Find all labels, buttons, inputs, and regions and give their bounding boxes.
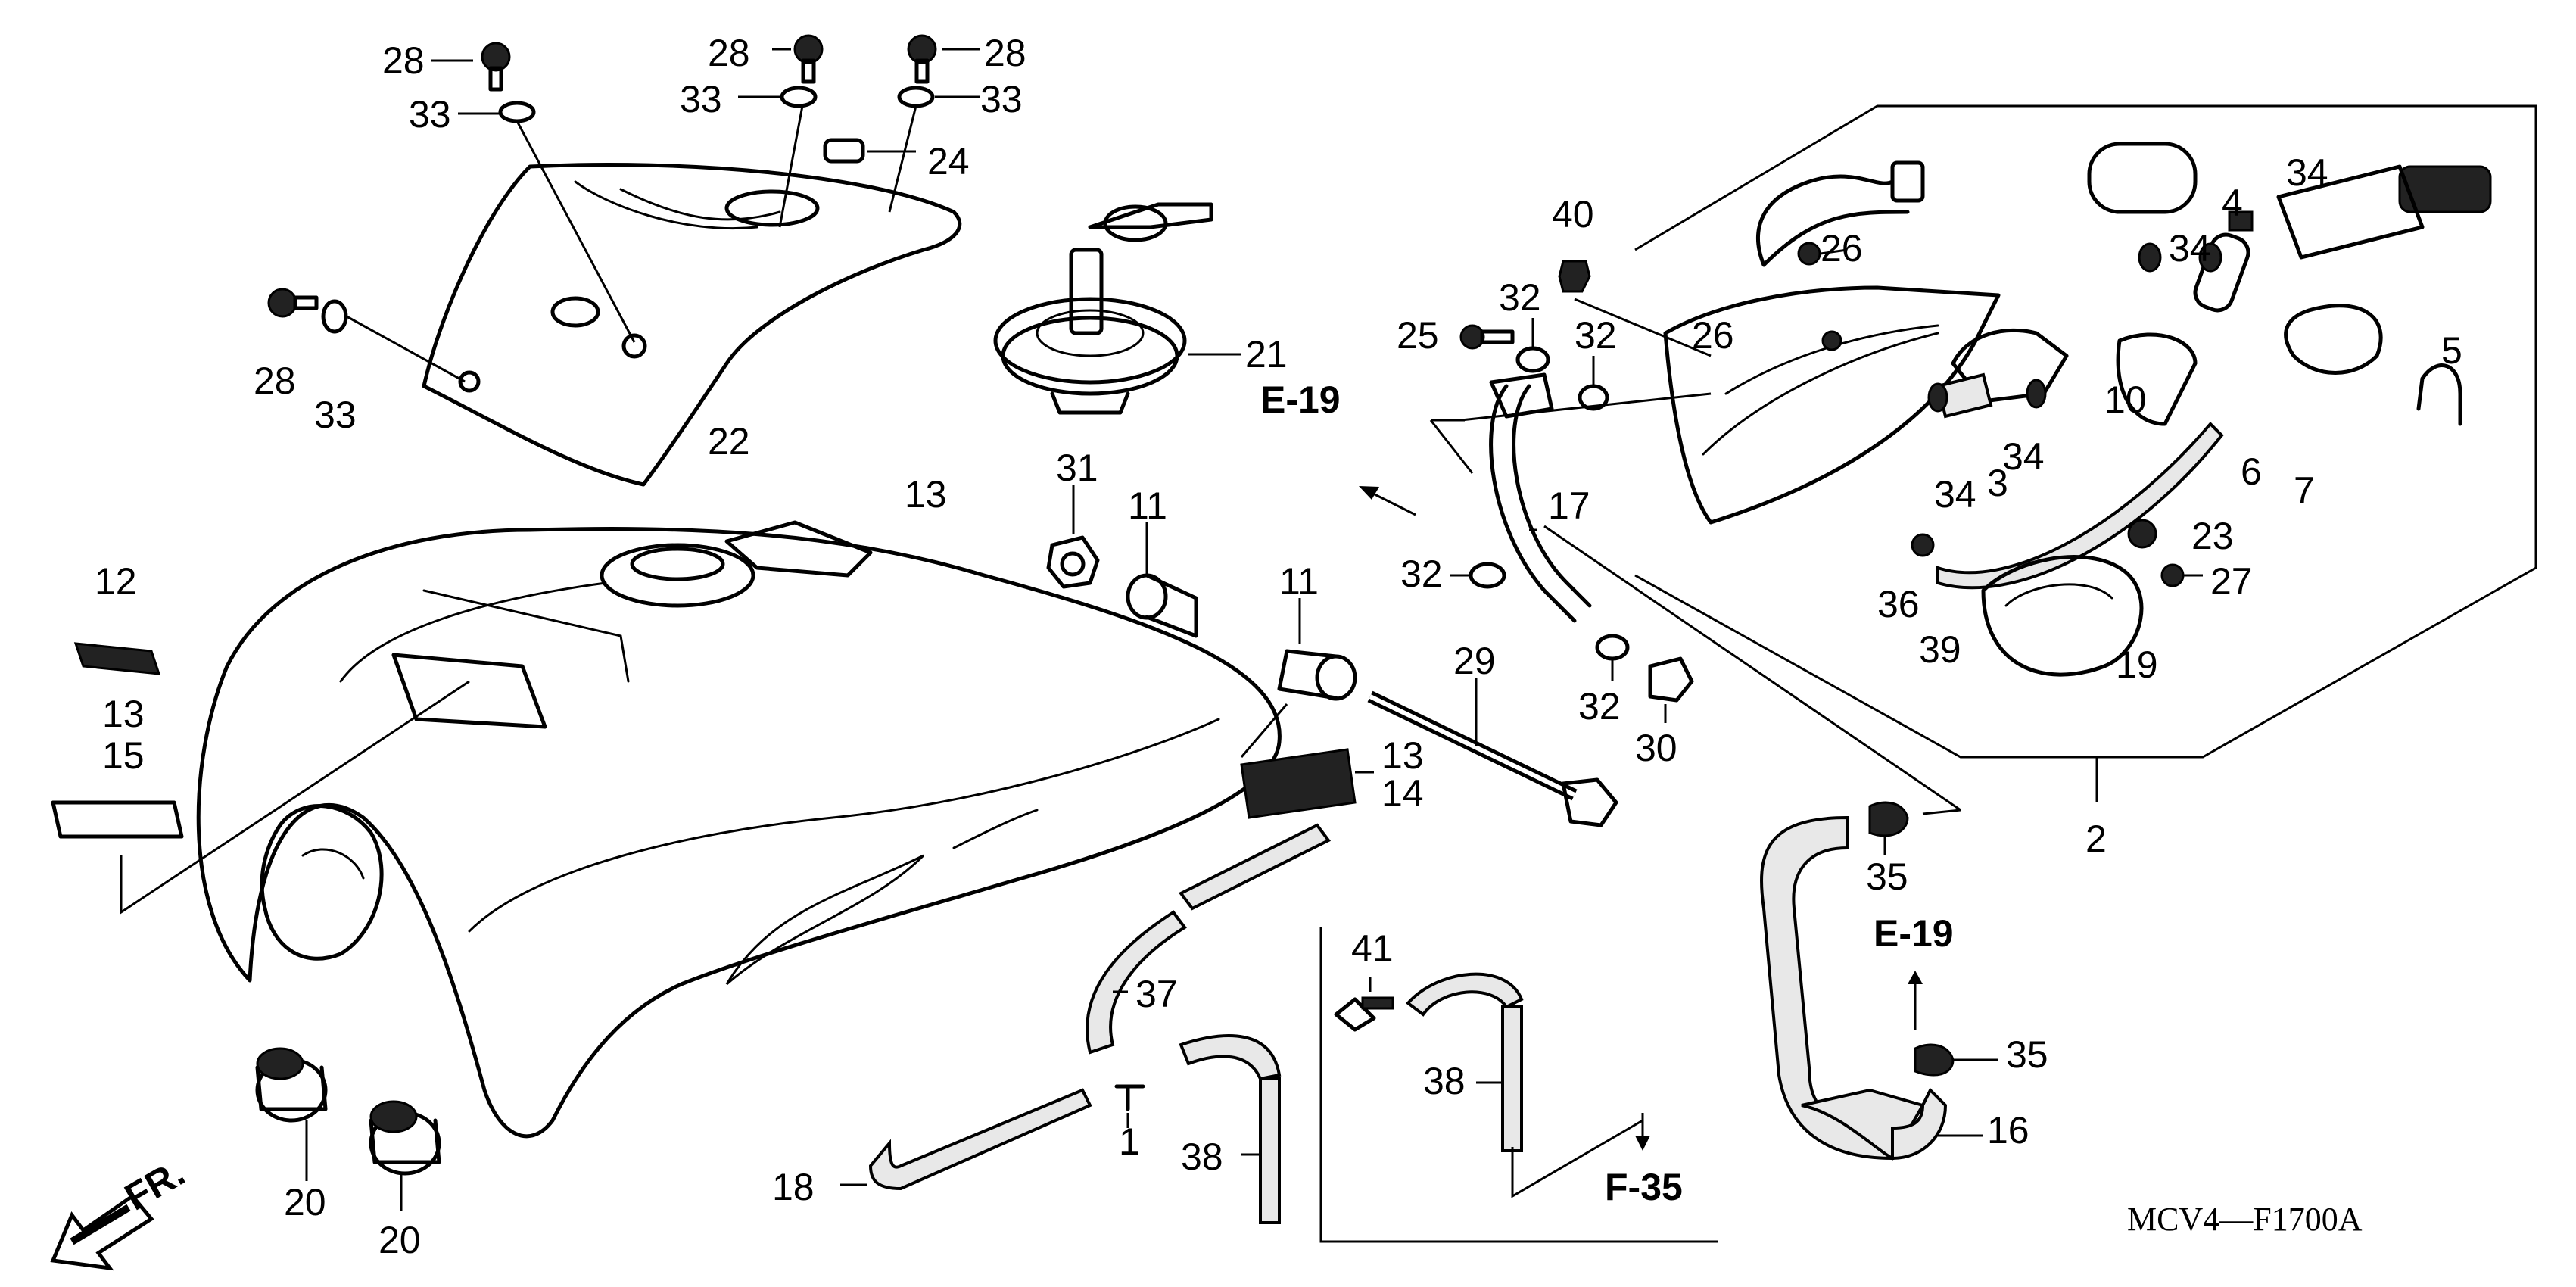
label-22: 22: [708, 420, 750, 463]
front-direction-arrow: FR.: [50, 1151, 192, 1271]
diagram-code: MCV4—F1700A: [2127, 1201, 2363, 1238]
label-19: 19: [2116, 644, 2158, 686]
bolt-28-washer-33-set: [267, 34, 937, 334]
label-33: 33: [980, 78, 1023, 120]
ref-e19-right: E-19: [1874, 912, 1954, 955]
label-23: 23: [2191, 515, 2234, 557]
label-34: 34: [2169, 227, 2211, 270]
label-16: 16: [1987, 1109, 2029, 1151]
label-24: 24: [927, 140, 970, 182]
collar-parts-11-31: [1046, 485, 1357, 701]
label-28: 28: [382, 39, 425, 82]
reference-labels: E-19 E-19 F-35: [1260, 379, 1954, 1208]
label-30: 30: [1635, 727, 1677, 769]
label-35: 35: [2006, 1033, 2048, 1076]
leader-lines-top: [346, 48, 980, 383]
label-36: 36: [1877, 583, 1920, 625]
label-26: 26: [1692, 314, 1734, 357]
label-11: 11: [1128, 485, 1167, 527]
label-29: 29: [1453, 640, 1496, 682]
label-32: 32: [1575, 314, 1617, 357]
label-5: 5: [2441, 329, 2462, 372]
label-26: 26: [1821, 227, 1863, 270]
label-1: 1: [1119, 1120, 1140, 1163]
label-2: 2: [2085, 818, 2107, 860]
rubber-mounts-part-20: [255, 1047, 441, 1211]
label-15: 15: [102, 734, 145, 777]
label-25: 25: [1397, 314, 1439, 357]
part-number-labels: 28 33 28 33 28 33 24 28 33 22 21 13 12 1…: [95, 32, 2462, 1261]
label-14: 14: [1381, 772, 1424, 815]
label-31: 31: [1056, 447, 1098, 489]
fuel-cap-part-21: [993, 202, 1241, 415]
label-21: 21: [1245, 333, 1288, 376]
label-32: 32: [1578, 685, 1621, 728]
arrows-e19: [1359, 486, 1923, 1030]
fuel-tank-part-13: [196, 520, 1282, 1139]
label-33: 33: [314, 394, 357, 436]
label-28: 28: [984, 32, 1026, 74]
bolt-part-29: [1367, 678, 1618, 827]
breather-hoses-1-18-37-38: [840, 823, 1332, 1224]
fuel-pump-bracket-parts: [1663, 142, 2492, 677]
label-37: 37: [1135, 973, 1178, 1015]
label-33: 33: [680, 78, 722, 120]
label-17: 17: [1548, 485, 1590, 527]
label-32: 32: [1400, 553, 1443, 595]
label-20: 20: [378, 1219, 421, 1261]
label-27: 27: [2210, 560, 2253, 603]
label-11: 11: [1279, 560, 1319, 603]
label-13: 13: [102, 693, 145, 735]
label-10: 10: [2104, 379, 2147, 421]
label-32: 32: [1499, 276, 1541, 319]
ref-f35: F-35: [1605, 1166, 1683, 1208]
label-34: 34: [2002, 435, 2045, 478]
label-7: 7: [2294, 469, 2315, 512]
rubber-pad-13-14: [1240, 703, 1374, 819]
inset-box-f35: [1319, 927, 1718, 1243]
label-33: 33: [409, 93, 451, 136]
label-38: 38: [1423, 1060, 1466, 1102]
label-13: 13: [905, 473, 947, 516]
label-20: 20: [284, 1181, 326, 1223]
label-3: 3: [1987, 462, 2008, 504]
bolts-40-25-washers-32: [1450, 260, 1712, 723]
ref-e19-top: E-19: [1260, 379, 1341, 421]
label-34: 34: [2286, 151, 2328, 194]
label-35: 35: [1866, 855, 1908, 898]
label-28: 28: [708, 32, 750, 74]
label-6: 6: [2241, 450, 2262, 493]
label-28: 28: [254, 360, 296, 402]
tank-cover-part-22: [422, 163, 962, 487]
fuel-pump-assembly-box-2: [1634, 104, 2537, 802]
emblem-parts-12-15: [51, 642, 470, 915]
label-13: 13: [1381, 734, 1424, 777]
fuel-hose-part-16: [1760, 801, 1998, 1161]
label-39: 39: [1919, 628, 1961, 671]
label-40: 40: [1552, 193, 1594, 235]
label-38: 38: [1181, 1136, 1223, 1178]
fuel-hose-part-17: [1429, 372, 1961, 812]
label-12: 12: [95, 560, 137, 603]
label-41: 41: [1351, 927, 1394, 970]
label-4: 4: [2222, 182, 2243, 224]
label-34: 34: [1934, 473, 1976, 516]
label-18: 18: [772, 1166, 815, 1208]
